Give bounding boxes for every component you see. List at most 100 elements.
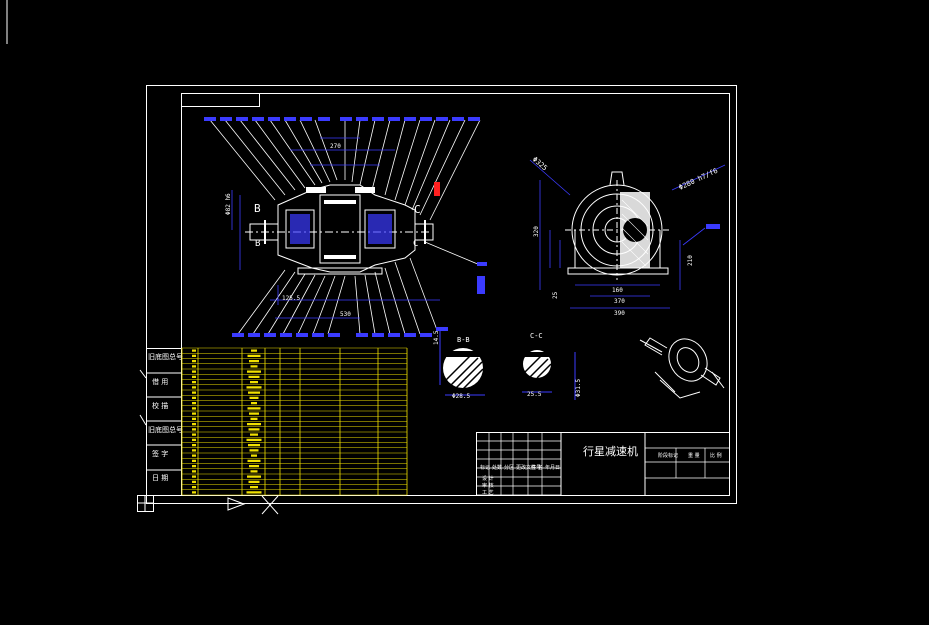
parts-cell-mark <box>246 438 262 441</box>
section-b-b: B-B 14.5 Φ28.5 <box>433 330 485 400</box>
parts-cell-mark <box>192 417 196 420</box>
parts-cell-mark <box>192 433 196 436</box>
dim-270: 270 <box>330 143 341 150</box>
parts-cell-mark <box>192 475 196 478</box>
dim-25: 25 <box>552 291 559 299</box>
leader-lines-bottom <box>237 241 481 335</box>
title-cell-4: 签 名 <box>531 464 543 471</box>
parts-cell-mark <box>192 449 196 452</box>
title-cell-2: 分区 <box>504 464 514 471</box>
stamp-row-5: 日 期 <box>152 474 168 482</box>
section-label-cc: C-C <box>530 332 543 340</box>
parts-cell-mark <box>192 444 196 447</box>
parts-cell-mark <box>251 349 257 352</box>
parts-cell-mark <box>192 459 196 462</box>
parts-cell-mark <box>192 423 196 426</box>
stamp-row-3: 旧底图总号 <box>148 425 183 434</box>
parts-cell-mark <box>247 370 261 373</box>
leader-dots-top <box>204 117 480 121</box>
dim-phi28-5: Φ28.5 <box>452 393 470 400</box>
title-block <box>476 432 730 496</box>
parts-cell-mark <box>249 465 259 468</box>
title-row-0: 设 计 <box>482 475 494 482</box>
inner-border <box>181 93 730 496</box>
dim-14-5: 14.5 <box>433 330 440 345</box>
parts-cell-mark <box>249 412 259 415</box>
parts-list-table <box>181 347 408 496</box>
title-cell-0: 标记 <box>480 464 490 471</box>
parts-cell-mark <box>192 491 196 494</box>
parts-cell-mark <box>250 381 258 384</box>
code-box <box>181 93 260 107</box>
parts-cell-mark <box>247 423 261 426</box>
parts-cell-mark <box>192 438 196 441</box>
parts-cell-mark <box>247 407 261 410</box>
view-label-b-lower: B <box>255 239 260 249</box>
parts-cell-mark <box>249 396 259 399</box>
ref-mark <box>434 182 440 196</box>
title-cell-3: 更改文件号 <box>516 464 541 471</box>
parts-cell-mark <box>248 444 260 447</box>
title-right-0: 阶段标记 <box>658 452 678 459</box>
dim-phi325: Φ325 <box>531 155 549 172</box>
title-cell-1: 处数 <box>492 464 502 471</box>
parts-cell-mark <box>248 428 260 431</box>
stamp-row-0: 旧底图总号 <box>148 352 183 361</box>
parts-cell-mark <box>192 375 196 378</box>
hatch-fill <box>290 214 392 244</box>
title-cell-5: 年月日 <box>545 464 560 471</box>
parts-cell-mark <box>250 470 258 473</box>
parts-cell-mark <box>192 454 196 457</box>
parts-cell-mark <box>248 391 260 394</box>
view-label-c: C <box>414 203 421 216</box>
view-label-b: B <box>254 202 261 215</box>
isometric-view <box>639 337 725 399</box>
parts-cell-mark <box>248 375 260 378</box>
dim-370: 370 <box>614 298 625 305</box>
parts-cell-mark <box>249 449 259 452</box>
parts-cell-mark <box>247 354 261 357</box>
parts-cell-mark <box>247 459 261 462</box>
side-view-assembly: Φ325 Φ280 h7/f6 320 160 370 390 210 25 <box>529 155 726 317</box>
parts-cell-mark <box>192 349 196 352</box>
title-block-name: 行星减速机 <box>583 444 638 458</box>
title-right-1: 重 量 <box>688 452 700 459</box>
dim-125: 125.5 <box>282 295 300 302</box>
title-row-2: 工 艺 <box>482 490 494 496</box>
parts-cell-mark <box>192 428 196 431</box>
left-stamp-table: 旧底图总号 借 用 校 描 旧底图总号 签 字 日 期 <box>137 348 279 515</box>
parts-cell-mark <box>247 475 261 478</box>
parts-cell-mark <box>248 480 260 483</box>
parts-cell-mark <box>192 465 196 468</box>
parts-cell-mark <box>192 360 196 363</box>
parts-cell-mark <box>192 412 196 415</box>
parts-cell-mark <box>192 391 196 394</box>
dim-210: 210 <box>687 255 694 266</box>
parts-cell-mark <box>251 454 257 457</box>
title-right-2: 比 例 <box>710 452 722 459</box>
parts-cell-mark <box>250 417 258 420</box>
leader-dots-bottom <box>232 262 487 337</box>
parts-cell-mark <box>192 386 196 389</box>
parts-cell-mark <box>246 386 262 389</box>
dim-530: 530 <box>340 311 351 318</box>
stamp-row-2: 校 描 <box>152 401 168 410</box>
dim-25-5: 25.5 <box>527 391 542 398</box>
parts-cell-mark <box>192 365 196 368</box>
parts-cell-mark <box>246 491 262 494</box>
parts-cell-mark <box>192 354 196 357</box>
view-label-c-lower: C <box>413 239 418 249</box>
parts-cell-mark <box>192 486 196 489</box>
section-c-c: C-C 25.5 Φ31.5 <box>522 332 582 400</box>
title-row-1: 审 核 <box>482 482 494 489</box>
front-view-assembly: Φ82 h6 125.5 530 270 B C B C <box>204 117 487 337</box>
parts-cell-mark <box>250 365 258 368</box>
parts-cell-mark <box>192 396 196 399</box>
dim-phi280: Φ280 h7/f6 <box>677 167 719 192</box>
parts-cell-mark <box>192 470 196 473</box>
dim-320: 320 <box>533 226 540 237</box>
leader-lines-top <box>209 119 481 221</box>
parts-cell-mark <box>192 480 196 483</box>
stamp-row-4: 签 字 <box>152 449 168 458</box>
